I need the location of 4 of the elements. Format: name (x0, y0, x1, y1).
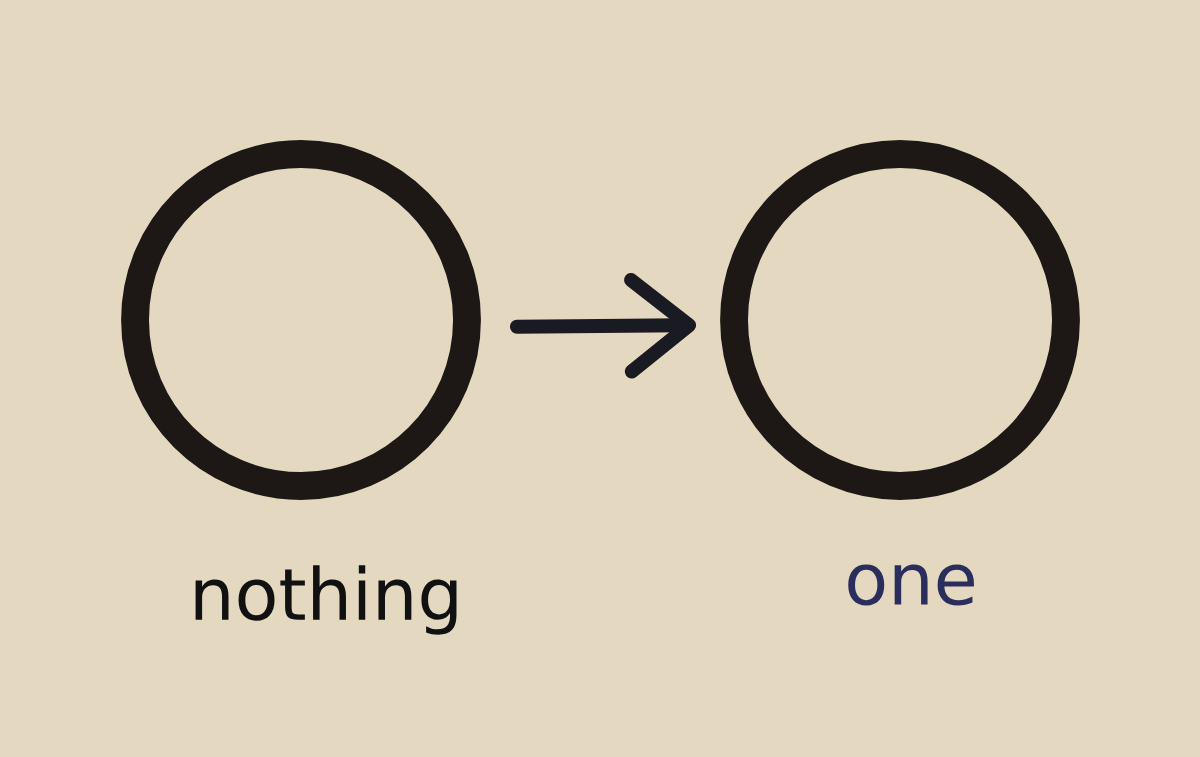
node-caption: one (848, 564, 974, 606)
circle (720, 140, 1080, 500)
node-caption: nothing (195, 565, 457, 635)
circle (121, 140, 481, 500)
